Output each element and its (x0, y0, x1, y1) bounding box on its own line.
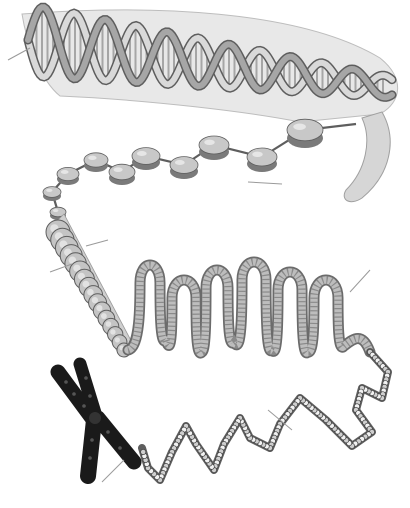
nucleosome-highlight (88, 156, 96, 160)
nucleosome-bead (57, 167, 79, 180)
nucleosome-bead (109, 164, 135, 180)
chromosome-texture-spot (88, 456, 92, 460)
chromosome-texture-spot (90, 438, 94, 442)
nucleosome-highlight (293, 124, 306, 130)
coil-nucleosome-highlight (87, 289, 94, 296)
nucleosome-highlight (46, 189, 52, 192)
nucleosome-highlight (61, 170, 69, 174)
strand-bead (141, 449, 146, 454)
chromosome-texture-spot (82, 404, 86, 408)
nucleosome-bead (287, 119, 323, 141)
strand-core (142, 352, 388, 480)
nucleosome-bead (247, 148, 277, 166)
chromatin-fiber-coil (46, 214, 136, 357)
nucleosome-bead (84, 153, 108, 167)
chromosome-arm-lower-right (98, 418, 134, 462)
looped-chromatin-fiber (128, 262, 370, 353)
nucleosome-highlight (53, 209, 59, 212)
nucleosome-bead (43, 187, 61, 198)
leader-line (86, 240, 108, 246)
condensed-chromatin-strand (141, 349, 391, 482)
chromosome-texture-spot (106, 430, 110, 434)
leader-line (102, 460, 124, 482)
coil-nucleosome-highlight (92, 297, 98, 303)
nucleosome-highlight (137, 151, 147, 156)
chromosome-texture-spot (84, 376, 88, 380)
chromosome-texture-spot (88, 394, 92, 398)
coil-nucleosome-highlight (115, 337, 120, 342)
coil-nucleosome-highlight (110, 329, 115, 334)
leader-line (8, 48, 30, 60)
chromosome-centromere (89, 412, 101, 424)
nucleosome-highlight (114, 167, 123, 172)
chromosome-texture-spot (64, 380, 68, 384)
coil-nucleosome-highlight (96, 305, 102, 311)
nucleosome-bead (199, 136, 229, 154)
nucleosome-highlight (175, 160, 185, 165)
nucleosome-highlight (252, 152, 263, 157)
leader-line (350, 270, 370, 292)
coil-nucleosome-highlight (106, 321, 112, 327)
nucleosome-highlight (204, 140, 215, 145)
chromosome-arm-lower-left (88, 420, 94, 476)
nucleosome-beads (43, 119, 356, 220)
chromosome-texture-spot (118, 446, 122, 450)
leader-line (248, 182, 282, 184)
nucleosome-bead (132, 148, 160, 165)
metaphase-chromosome (58, 364, 134, 476)
chromosome-texture-spot (72, 392, 76, 396)
coil-nucleosome-highlight (101, 313, 107, 319)
nucleosome-bead (170, 157, 198, 174)
